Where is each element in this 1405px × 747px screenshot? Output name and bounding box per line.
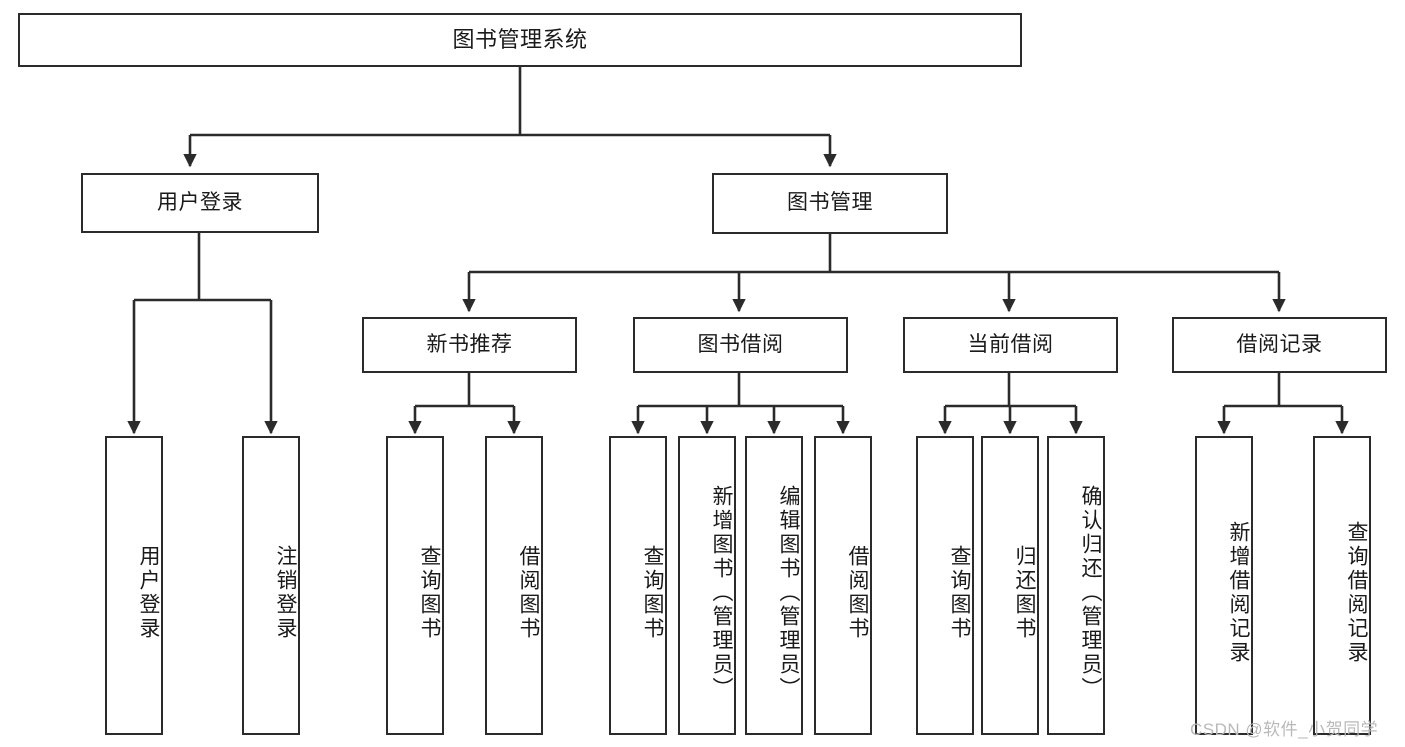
node-root-book-management-system[interactable]: 图书管理系统 [18, 13, 1022, 67]
node-current-borrow[interactable]: 当前借阅 [903, 317, 1118, 373]
node-label: 确认归还（管理员） [1079, 484, 1102, 701]
node-book-management[interactable]: 图书管理 [712, 173, 948, 234]
node-label: 当前借阅 [967, 332, 1054, 356]
node-label: 借阅记录 [1236, 332, 1323, 356]
node-borrow-record[interactable]: 借阅记录 [1172, 317, 1387, 373]
leaf-query-borrow-record[interactable]: 查询借阅记录 [1313, 436, 1371, 735]
leaf-query-book-borrow[interactable]: 查询图书 [609, 436, 667, 735]
node-book-borrow[interactable]: 图书借阅 [633, 317, 848, 373]
node-label: 新增图书（管理员） [710, 484, 733, 701]
node-label: 查询图书 [948, 544, 971, 641]
node-label: 图书管理 [787, 191, 873, 215]
node-label: 用户登录 [137, 544, 160, 641]
node-label: 编辑图书（管理员） [777, 484, 800, 701]
node-user-login[interactable]: 用户登录 [81, 173, 319, 233]
watermark-text: CSDN @软件_小贺同学 [1190, 720, 1379, 739]
leaf-return-book[interactable]: 归还图书 [981, 436, 1039, 735]
node-label: 借阅图书 [517, 544, 540, 641]
node-label: 新增借阅记录 [1227, 520, 1250, 665]
leaf-edit-book-admin[interactable]: 编辑图书（管理员） [745, 436, 803, 735]
leaf-borrow-book[interactable]: 借阅图书 [814, 436, 872, 735]
leaf-confirm-return-admin[interactable]: 确认归还（管理员） [1047, 436, 1105, 735]
node-label: 图书管理系统 [452, 27, 588, 53]
node-label: 借阅图书 [846, 544, 869, 641]
leaf-borrow-book-recommend[interactable]: 借阅图书 [485, 436, 543, 735]
node-label: 归还图书 [1013, 544, 1036, 641]
leaf-add-book-admin[interactable]: 新增图书（管理员） [678, 436, 736, 735]
leaf-user-login[interactable]: 用户登录 [105, 436, 163, 735]
leaf-logout[interactable]: 注销登录 [242, 436, 300, 735]
leaf-add-borrow-record[interactable]: 新增借阅记录 [1195, 436, 1253, 735]
node-label: 用户登录 [157, 190, 243, 214]
node-label: 图书借阅 [697, 332, 784, 356]
node-label: 查询图书 [641, 544, 664, 641]
node-new-book-recommend[interactable]: 新书推荐 [362, 317, 577, 373]
node-label: 新书推荐 [426, 332, 513, 356]
leaf-query-book-recommend[interactable]: 查询图书 [386, 436, 444, 735]
node-label: 查询图书 [418, 544, 441, 641]
node-label: 注销登录 [274, 544, 297, 641]
node-label: 查询借阅记录 [1345, 520, 1368, 665]
leaf-query-book-current[interactable]: 查询图书 [916, 436, 974, 735]
